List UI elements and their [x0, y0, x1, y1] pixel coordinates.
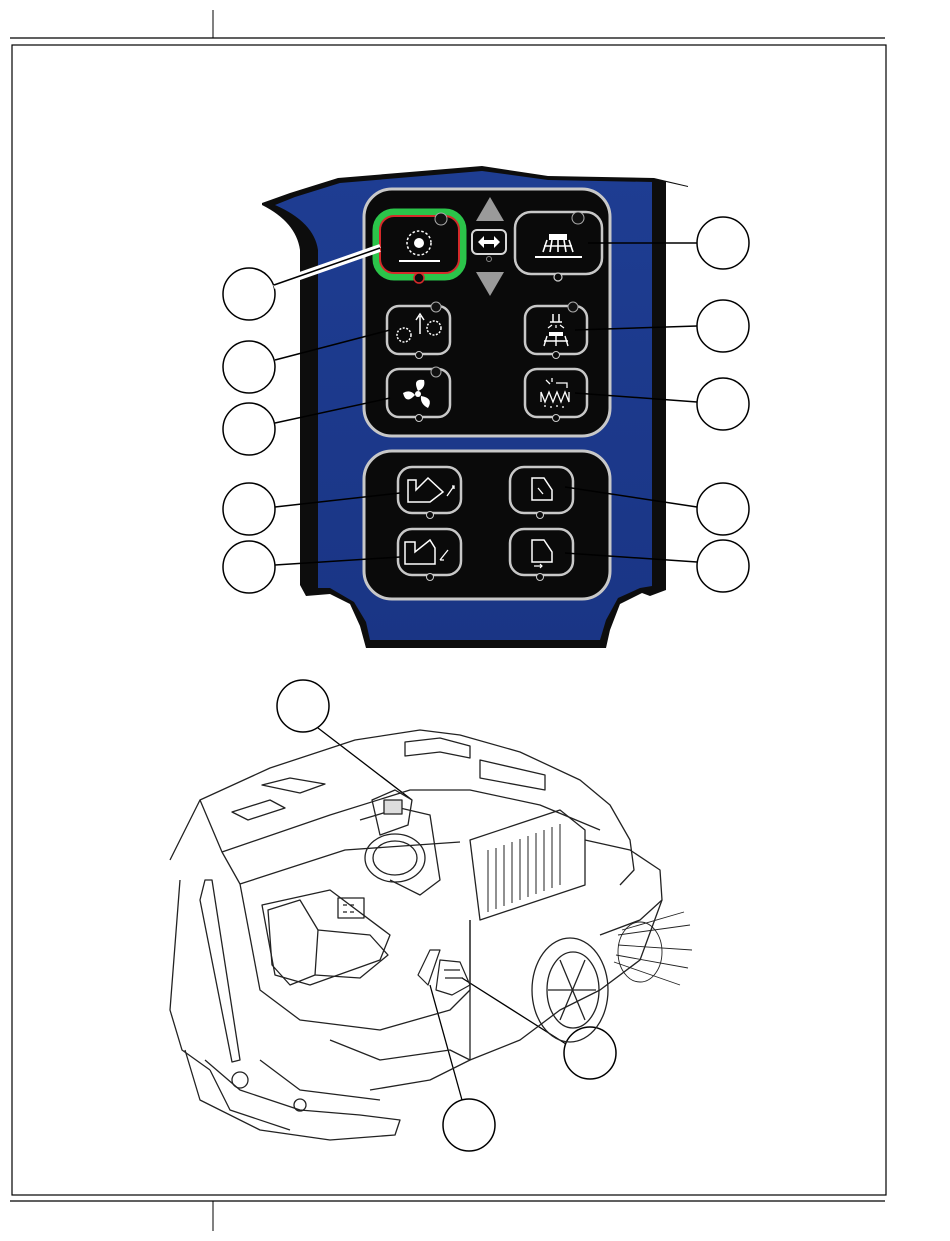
callout-pedals-left [443, 1099, 495, 1151]
page-header [10, 10, 885, 38]
main-brush-power-icon [414, 273, 424, 283]
floor-scrubber-sweeper-illustration-icon [170, 680, 692, 1151]
main-brush-led [435, 213, 447, 225]
hopper-door-close-button[interactable] [510, 529, 573, 581]
page-footer [10, 1201, 885, 1231]
control-panel [262, 166, 688, 648]
side-brush-button[interactable] [515, 212, 602, 281]
hopper-lower-button[interactable] [398, 529, 461, 581]
brush-pressure-button[interactable] [387, 302, 450, 359]
filter-shaker-button[interactable] [525, 369, 587, 422]
hopper-raise-button[interactable] [398, 467, 461, 519]
hopper-door-open-button[interactable] [510, 467, 573, 519]
vacuum-fan-button[interactable] [387, 367, 450, 422]
callout-panel-location [277, 680, 329, 732]
main-brush-button[interactable] [376, 212, 463, 283]
